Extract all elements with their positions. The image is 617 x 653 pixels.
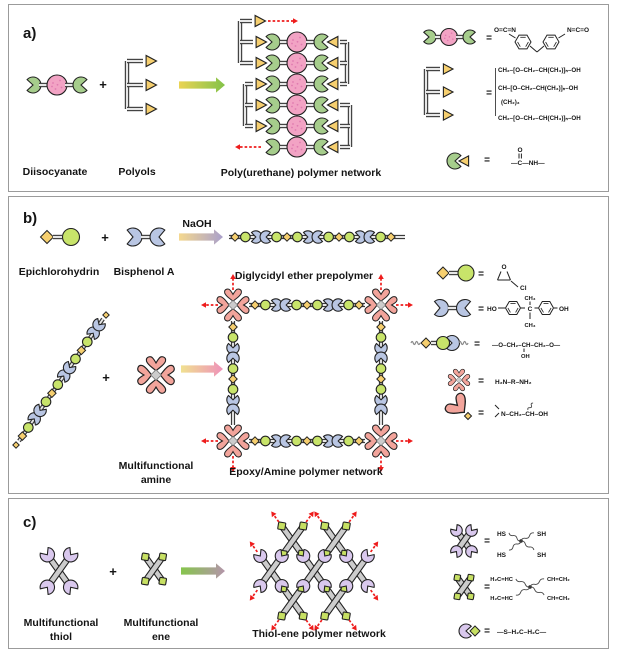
ether-linkage-oh: OH bbox=[521, 354, 530, 360]
prepolymer-chain bbox=[229, 230, 405, 244]
ether-linkage-formula: —O–CH₂–CH–CH₂–O— bbox=[492, 342, 561, 349]
thiol-hs-bottom: HS bbox=[497, 552, 507, 559]
mdi-left-formula: O=C=N bbox=[494, 27, 516, 34]
polyol-formula-line1: CH₂–[O–CH₂–CH(CH₃)]ₙ–OH bbox=[498, 67, 581, 74]
plus-sign-b1: + bbox=[101, 230, 109, 245]
polyol-formula-line2: CH–[O–CH₂–CH(CH₃)]ₙ–OH bbox=[498, 85, 578, 92]
plus-sign-c: + bbox=[109, 564, 117, 579]
ene-symbol bbox=[140, 552, 168, 586]
ene-label-line2: ene bbox=[152, 631, 170, 643]
urethane-formula: —C—NH— bbox=[511, 160, 545, 167]
thiol-label-line2: thiol bbox=[50, 631, 72, 643]
reaction-arrow-b bbox=[181, 361, 223, 377]
legend-b-graphics bbox=[410, 264, 558, 421]
panel-c: c) + Multifunctional thiol Multifunction… bbox=[8, 498, 609, 649]
amine-label-line2: amine bbox=[141, 474, 172, 486]
linear-prepolymer-diagonal bbox=[12, 311, 110, 449]
polyol-formula-line3: (CH₂)₃ bbox=[501, 99, 520, 106]
ene-label-line1: Multifunctional bbox=[124, 617, 199, 629]
thiol-label-line1: Multifunctional bbox=[24, 617, 99, 629]
thiol-sh-top: SH bbox=[537, 531, 546, 538]
naoh-arrow bbox=[179, 229, 223, 245]
polyol-formula-line4: CH₂–[O–CH₂–CH(CH₃)]ₙ–OH bbox=[498, 115, 581, 122]
bpa-ch3-top: CH₃ bbox=[524, 296, 535, 302]
polyurethane-network-label: Poly(urethane) polymer network bbox=[221, 167, 382, 179]
prepolymer-label: Diglycidyl ether prepolymer bbox=[235, 270, 373, 282]
ene-vinyl-left-top: H₂C=HC bbox=[490, 577, 514, 583]
reaction-arrow-a bbox=[179, 77, 225, 93]
panel-a-label: a) bbox=[23, 25, 36, 42]
bpa-ho: HO bbox=[487, 306, 497, 313]
panel-c-canvas: c) + Multifunctional thiol Multifunction… bbox=[23, 511, 570, 643]
polyurethane-network bbox=[235, 14, 353, 158]
equals-sign: = bbox=[478, 408, 484, 419]
legend-c-graphics bbox=[450, 524, 545, 639]
equals-sign: = bbox=[484, 536, 490, 547]
equals-sign: = bbox=[484, 582, 490, 593]
ene-vinyl-left-bottom: H₂C=HC bbox=[490, 596, 514, 602]
epoxy-network-label: Epoxy/Amine polymer network bbox=[229, 466, 383, 478]
bpa-ch3-bottom: CH₃ bbox=[524, 323, 535, 329]
plus-sign-a: + bbox=[99, 77, 107, 92]
thiol-ene-network bbox=[249, 511, 379, 631]
panel-a-canvas: a) + Diisocyanate Polyols Poly(urethane)… bbox=[23, 14, 589, 179]
ene-vinyl-right-bottom: CH=CH₂ bbox=[547, 596, 570, 602]
thiol-sh-bottom: SH bbox=[537, 552, 546, 559]
epoxy-amine-network bbox=[201, 274, 413, 472]
amine-label-line1: Multifunctional bbox=[119, 460, 194, 472]
panel-c-label: c) bbox=[23, 514, 36, 531]
epichlorohydrin-symbol bbox=[39, 227, 81, 247]
panel-a: a) + Diisocyanate Polyols Poly(urethane)… bbox=[8, 4, 609, 192]
bisphenol-a-symbol bbox=[126, 227, 166, 247]
thiol-hs-top: HS bbox=[497, 531, 507, 538]
amine-formula: H₂N–R–NH₂ bbox=[495, 379, 532, 386]
equals-sign: = bbox=[478, 304, 484, 315]
thiolene-network-label: Thiol-ene polymer network bbox=[252, 628, 386, 640]
panel-b-label: b) bbox=[23, 210, 37, 227]
plus-sign-b2: + bbox=[102, 370, 110, 385]
equals-sign: = bbox=[486, 88, 492, 99]
epichlorohydrin-label: Epichlorohydrin bbox=[19, 266, 100, 278]
panel-b: b) + + NaOH Epichlorohydrin Bisphenol A … bbox=[8, 196, 609, 494]
thioether-formula: —S–H₂C–H₂C— bbox=[497, 629, 547, 636]
equals-sign: = bbox=[484, 626, 490, 637]
bpa-carbon: C bbox=[528, 306, 533, 313]
diisocyanate-label: Diisocyanate bbox=[23, 166, 88, 178]
mdi-right-formula: N=C=O bbox=[567, 27, 589, 34]
legend-a-graphics bbox=[423, 27, 566, 170]
equals-sign: = bbox=[478, 376, 484, 387]
amine-symbol bbox=[137, 356, 175, 394]
naoh-label: NaOH bbox=[182, 218, 211, 230]
epoxide-chlorine: Cl bbox=[520, 285, 527, 292]
adduct-formula: N–CH₂–CH–OH bbox=[501, 411, 548, 418]
panel-b-canvas: b) + + NaOH Epichlorohydrin Bisphenol A … bbox=[12, 210, 569, 486]
reaction-arrow-c bbox=[181, 563, 225, 579]
bisphenol-a-label: Bisphenol A bbox=[114, 266, 175, 278]
equals-sign: = bbox=[474, 339, 480, 350]
diisocyanate-symbol bbox=[26, 74, 88, 96]
thiol-symbol bbox=[39, 546, 79, 596]
polyols-label: Polyols bbox=[118, 166, 156, 178]
bpa-oh: OH bbox=[559, 306, 569, 313]
ene-vinyl-right-top: CH=CH₂ bbox=[547, 577, 570, 583]
equals-sign: = bbox=[486, 33, 492, 44]
urethane-oxygen: O bbox=[517, 147, 522, 154]
equals-sign: = bbox=[478, 269, 484, 280]
equals-sign: = bbox=[484, 155, 490, 166]
epoxide-oxygen: O bbox=[501, 264, 506, 271]
polyols-symbol bbox=[124, 54, 158, 116]
